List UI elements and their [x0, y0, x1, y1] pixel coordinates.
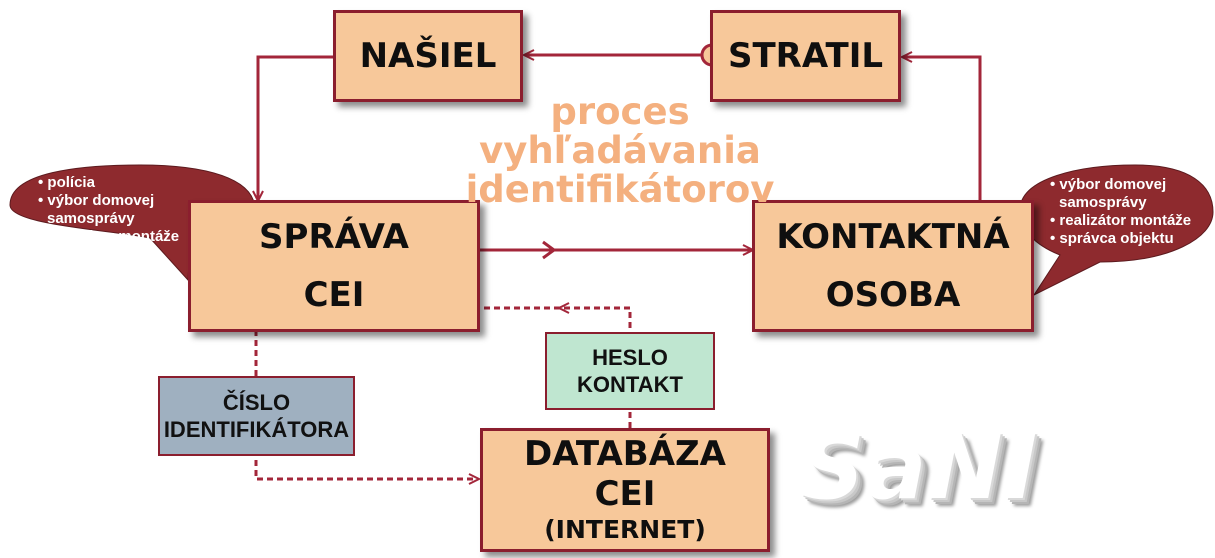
arrow-nasiel-to-sprava [258, 55, 333, 200]
bubble-right-list: • výbor domovej samosprávy • realizátor … [1050, 176, 1191, 248]
kontaktna-osoba-box: KONTAKTNÁ OSOBA [752, 200, 1034, 332]
bubble-right-item: • správca objektu [1050, 230, 1174, 247]
databaza-label-line2: CEI [594, 474, 656, 514]
bubble-left-item: • výbor domovej [38, 192, 155, 209]
nasiel-box: NAŠIEL [333, 10, 523, 102]
bubble-right-item: • realizátor montáže [1050, 212, 1192, 229]
arrow-kontaktna-to-stratil [903, 57, 982, 200]
heslo-line2: KONTAKT [577, 372, 683, 397]
kontaktna-label-line2: OSOBA [825, 275, 961, 315]
sprava-cei-box: SPRÁVA CEI [188, 200, 480, 332]
stratil-box: STRATIL [710, 10, 901, 102]
bubble-left-list: • polícia • výbor domovej samosprávy • r… [38, 174, 179, 246]
process-line2: vyhľadávania [479, 129, 761, 172]
arrow-mid-chevron [542, 240, 557, 260]
sprava-label-line1: SPRÁVA [259, 217, 409, 257]
databaza-cei-box: DATABÁZA CEI (INTERNET) [480, 428, 770, 552]
bubble-left-item: • realizátor montáže [38, 228, 180, 245]
process-line1: proces [550, 90, 690, 133]
cislo-line1: ČÍSLO [222, 390, 291, 415]
sani-logo: SaNI [800, 415, 1039, 520]
cislo-identifikatora-label: ČÍSLO IDENTIFIKÁTORA [158, 376, 355, 456]
process-line3: identifikátorov [465, 168, 775, 211]
kontaktna-label-line1: KONTAKTNÁ [776, 217, 1010, 257]
stratil-label: STRATIL [727, 36, 884, 76]
databaza-label-line3: (INTERNET) [544, 515, 706, 544]
nasiel-label: NAŠIEL [359, 36, 497, 76]
bubble-left-item: • polícia [38, 174, 95, 191]
databaza-label-line1: DATABÁZA [524, 434, 726, 474]
heslo-line1: HESLO [592, 345, 668, 370]
cislo-line2: IDENTIFIKÁTORA [163, 417, 350, 442]
bubble-right-item: samosprávy [1059, 194, 1147, 211]
sprava-label-line2: CEI [303, 275, 365, 315]
heslo-kontakt-label: HESLO KONTAKT [545, 332, 715, 410]
process-title: proces vyhľadávania identifikátorov [455, 92, 785, 209]
bubble-right-item: • výbor domovej [1050, 176, 1167, 193]
bubble-left-item: samosprávy [47, 210, 135, 227]
